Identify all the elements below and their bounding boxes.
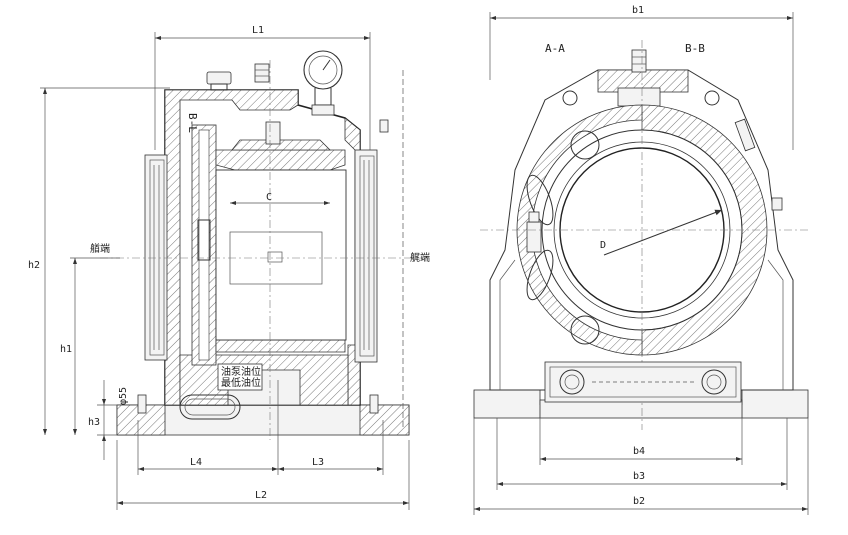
dim-l4: L4 [190,457,202,468]
end-base-right-foot [741,389,809,419]
section-bb-label: B-B [685,42,705,55]
right-seal [354,149,378,363]
end-dimensions: b1 b4 b3 b2 [473,5,809,515]
side-section-view: 油泵油位 最低油位 B-L [100,50,425,440]
dim-b4: b4 [633,446,645,457]
bow-end-label: 艏端 [90,242,110,255]
dim-d: D [600,240,606,251]
oil-level-plate [217,363,263,391]
dim-phi55: φ55 [118,387,129,405]
stern-end-label: 艉端 [410,251,430,264]
dim-c: C [266,192,272,203]
dim-b1: b1 [632,5,644,16]
dim-h1: h1 [60,344,72,355]
section-aa-label: A-A [545,42,565,55]
end-section-view: D A-A B-B [473,40,810,430]
dim-l3: L3 [312,457,324,468]
dim-h2: h2 [28,260,40,271]
dim-l2: L2 [255,490,267,501]
dim-b2: b2 [633,496,645,507]
dim-b3: b3 [633,471,645,482]
bl-label: B-L [186,113,199,133]
end-base-left-foot [473,389,541,419]
plate-text-1: 油泵油位 [221,365,261,378]
side-dimensions: L1 C h2 h1 h3 φ55 L4 L3 [28,25,430,510]
oil-cooler [179,394,241,420]
filler-cap [206,71,232,85]
dim-l1: L1 [252,25,264,36]
shaft [215,169,347,341]
dim-h3: h3 [88,417,100,428]
left-seal [144,154,168,361]
plate-text-2: 最低油位 [221,376,261,389]
